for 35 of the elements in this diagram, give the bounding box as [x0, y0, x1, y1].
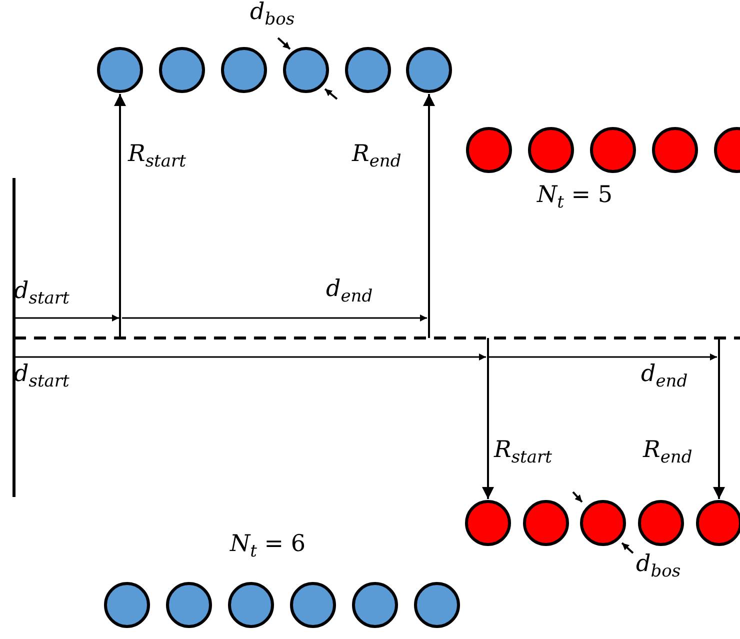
circle: [414, 582, 460, 628]
circle: [159, 47, 205, 93]
edge-label: R$_{end}$: [352, 142, 402, 172]
dimension-label: d$_{bos}$: [636, 552, 681, 582]
circle: [638, 500, 684, 546]
circle: [97, 47, 143, 93]
dimension-arrow: [713, 338, 725, 499]
dimension-label: d$_{bos}$: [250, 0, 295, 30]
edge-label: R$_{start}$: [494, 438, 552, 468]
dimension-label: d$_{end}$: [326, 277, 373, 306]
circle: [221, 47, 267, 93]
circle: [523, 500, 569, 546]
circle: [166, 582, 212, 628]
dimension-arrow: [482, 338, 494, 499]
circle: [228, 582, 274, 628]
edge-label: R$_{end}$: [643, 438, 692, 468]
count-label: N$_{t}$ = 6: [230, 532, 306, 562]
circle: [352, 582, 398, 628]
circle: [466, 127, 512, 173]
circle: [580, 500, 626, 546]
circle: [696, 500, 740, 546]
circle: [283, 47, 329, 93]
circle: [528, 127, 574, 173]
dimension-label: d$_{end}$: [641, 362, 688, 392]
circle: [290, 582, 336, 628]
circle: [345, 47, 391, 93]
circle: [406, 47, 452, 93]
circle: [465, 500, 511, 546]
circle: [590, 127, 636, 173]
edge-label: R$_{start}$: [128, 142, 186, 172]
circle: [652, 127, 698, 173]
count-label: N$_{t}$ = 5: [537, 183, 612, 212]
dimension-arrow: [114, 94, 126, 338]
dimension-arrow: [423, 94, 435, 338]
circle: [104, 582, 150, 628]
